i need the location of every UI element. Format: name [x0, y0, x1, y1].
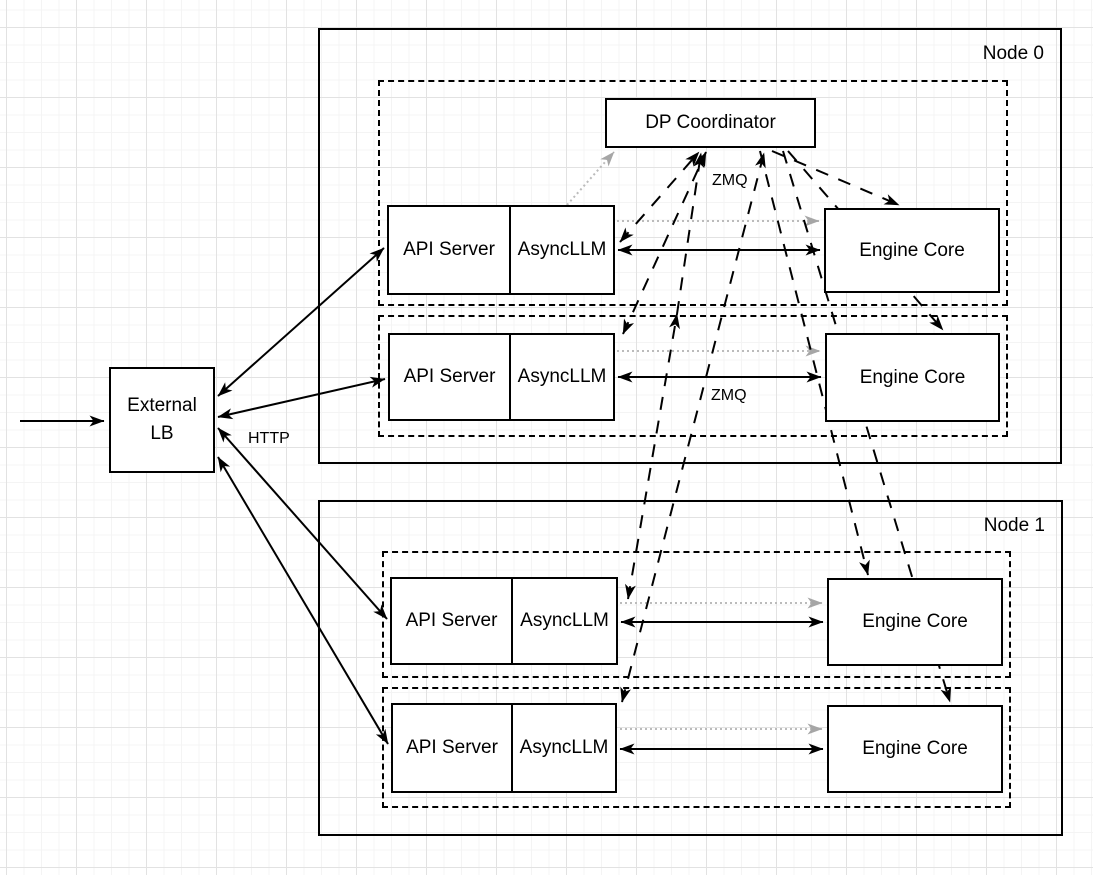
- http-label: HTTP: [248, 430, 290, 447]
- asyncllm-box-node1-r1: AsyncLLM: [512, 577, 618, 665]
- engine-core-label: Engine Core: [862, 738, 968, 759]
- asyncllm-label: AsyncLLM: [520, 610, 609, 631]
- dp-coordinator-box: DP Coordinator: [605, 98, 816, 148]
- node1-label: Node 1: [983, 515, 1045, 536]
- dp-coordinator-label: DP Coordinator: [645, 112, 776, 133]
- asyncllm-label: AsyncLLM: [517, 366, 607, 387]
- dashed-arrow-coordinator-engine-n0r2: [787, 150, 944, 331]
- engine-core-label: Engine Core: [862, 611, 968, 632]
- zmq-label-mid: ZMQ: [711, 387, 747, 404]
- api-server-box-node0-r2: API Server: [388, 333, 510, 421]
- api-server-box-node1-r1: API Server: [390, 577, 512, 665]
- api-server-label: API Server: [403, 366, 496, 387]
- external-lb-box: External LB: [109, 367, 215, 473]
- engine-core-box-node0-r1: Engine Core: [824, 208, 1000, 293]
- http-arrow-node0-r1: [217, 247, 385, 397]
- dashed-arrow-coordinator-engine-n1r1: [759, 150, 870, 576]
- engine-core-label: Engine Core: [859, 239, 965, 261]
- node0-label: Node 0: [982, 43, 1044, 64]
- external-lb-label: External LB: [127, 395, 197, 444]
- engine-core-box-node1-r2: Engine Core: [827, 705, 1003, 793]
- engine-core-box-node0-r2: Engine Core: [825, 333, 1000, 422]
- api-server-label: API Server: [405, 610, 498, 631]
- api-pair-node1-r2: API Server AsyncLLM: [391, 703, 617, 793]
- api-pair-node1-r1: API Server AsyncLLM: [390, 577, 618, 665]
- http-arrow-node1-r2: [217, 456, 389, 745]
- http-arrow-node0-r2: [217, 376, 386, 420]
- asyncllm-box-node0-r2: AsyncLLM: [510, 333, 615, 421]
- engine-core-box-node1-r1: Engine Core: [827, 578, 1003, 666]
- api-server-label: API Server: [403, 239, 495, 260]
- api-pair-node0-r2: API Server AsyncLLM: [388, 333, 615, 421]
- api-server-label: API Server: [406, 737, 498, 758]
- asyncllm-label: AsyncLLM: [519, 737, 609, 758]
- engine-core-label: Engine Core: [859, 366, 966, 388]
- asyncllm-box-node1-r2: AsyncLLM: [512, 703, 617, 793]
- api-server-box-node1-r2: API Server: [391, 703, 512, 793]
- api-pair-node0-r1: API Server AsyncLLM: [387, 205, 615, 295]
- dotted-arrow-asyncllm-coordinator: [566, 151, 615, 206]
- asyncllm-label: AsyncLLM: [517, 239, 607, 260]
- api-server-box-node0-r1: API Server: [387, 205, 510, 295]
- asyncllm-box-node0-r1: AsyncLLM: [510, 205, 615, 295]
- zmq-label-top: ZMQ: [712, 172, 748, 189]
